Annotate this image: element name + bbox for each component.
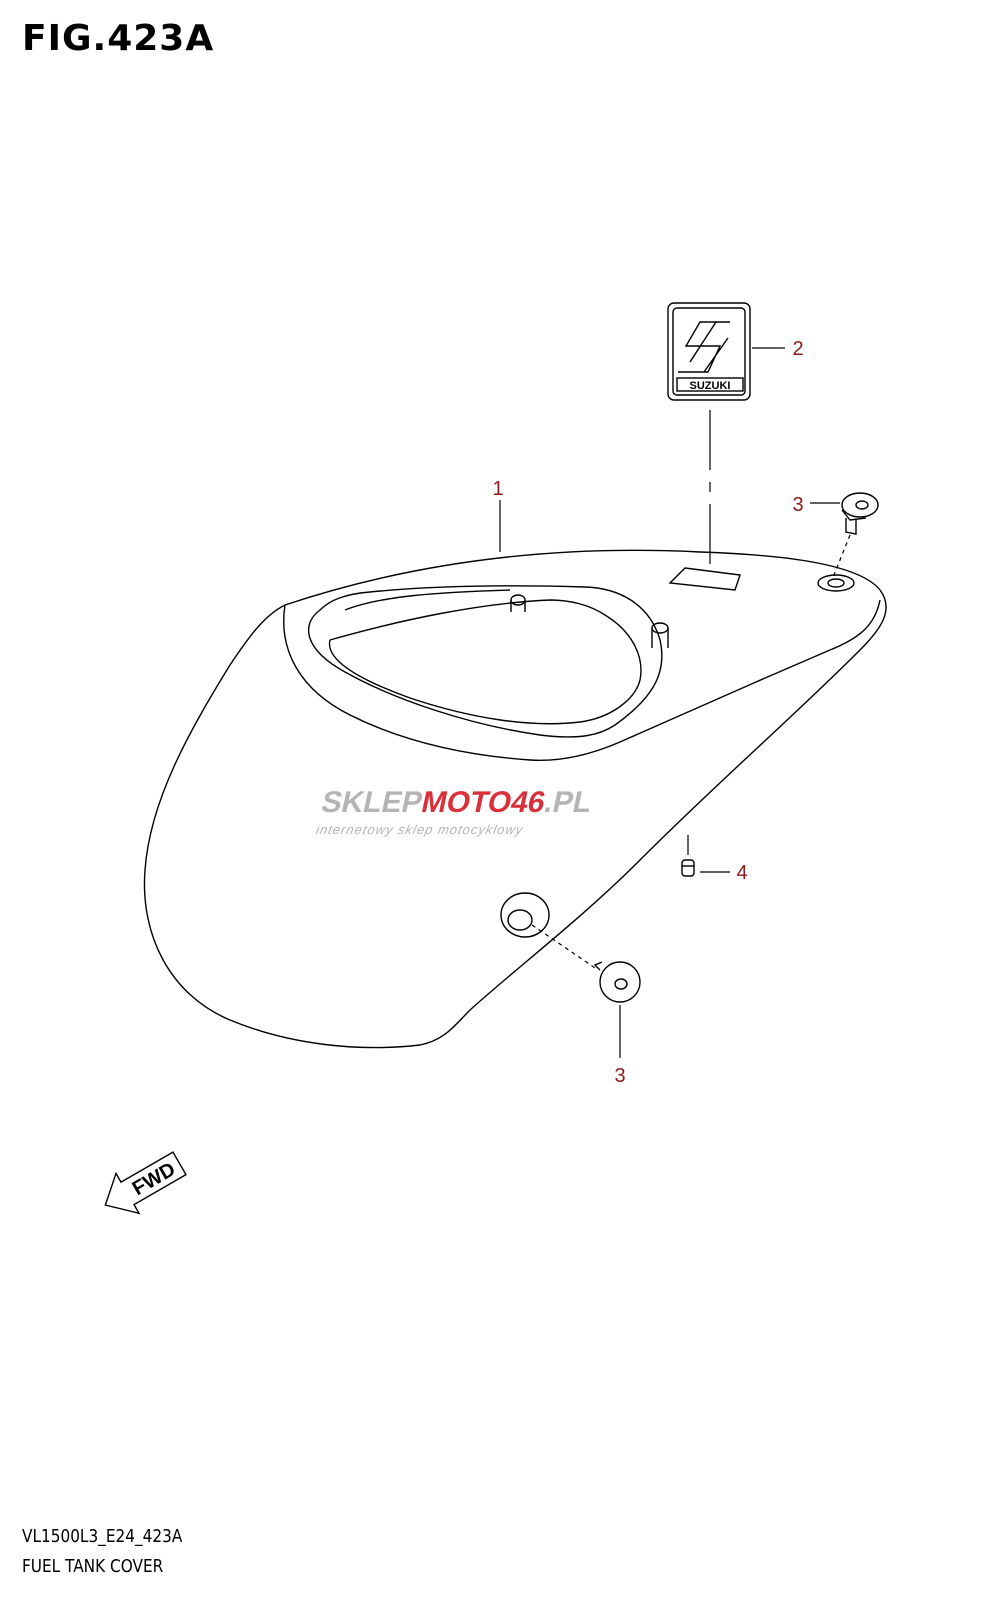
cover-opening-outer [307, 585, 663, 738]
watermark-brand-a: SKLEP [319, 786, 426, 819]
callout-3-bottom: 3 [614, 1065, 625, 1087]
fwd-arrow-icon [104, 1151, 187, 1215]
cover-opening-inner [328, 599, 642, 725]
cover-mount-slot [668, 567, 741, 591]
footer: VL1500L3_E24_423A FUEL TANK COVER [22, 1522, 211, 1582]
screw-bottom [593, 961, 641, 1003]
screw-top [841, 492, 879, 535]
cover-upper-rim [283, 599, 881, 762]
cover-inner-edge [344, 589, 511, 611]
fuel-tank-cover [143, 549, 887, 1049]
watermark-brand-b: MOTO [419, 786, 515, 819]
cover-screw-hole-top [817, 574, 855, 592]
callout-4: 4 [736, 862, 747, 884]
svg-text:SKLEPMOTO46.PL: SKLEPMOTO46.PL [319, 786, 595, 819]
emblem-text: SUZUKI [690, 380, 731, 392]
suzuki-s-logo-icon [678, 321, 730, 373]
cover-boss-left [510, 594, 526, 612]
callout-3-top: 3 [792, 494, 803, 516]
figure-title: FIG.423A [22, 18, 215, 59]
suzuki-emblem: SUZUKI [667, 302, 751, 401]
model-code: VL1500L3_E24_423A [22, 1526, 183, 1547]
cover-grommet-side [500, 892, 550, 938]
diagram-description: FUEL TANK COVER [22, 1556, 164, 1577]
fwd-arrow: FWD [104, 1151, 187, 1215]
watermark-brand-c: 46 [508, 786, 548, 819]
watermark-tagline: internetowy sklep motocyklowy [315, 822, 526, 837]
cover-outer-outline [143, 549, 887, 1049]
cover-boss-right [651, 622, 669, 648]
callout-2: 2 [792, 338, 803, 360]
callout-1: 1 [492, 478, 503, 500]
leader-lines [499, 347, 851, 1058]
watermark-brand-d: .PL [541, 786, 595, 819]
watermark: SKLEPMOTO46.PL internetowy sklep motocyk… [315, 786, 595, 837]
leader-3-bottom-axis [531, 924, 599, 971]
leader-3-top-axis [831, 534, 851, 581]
nut-part-4 [681, 859, 695, 877]
